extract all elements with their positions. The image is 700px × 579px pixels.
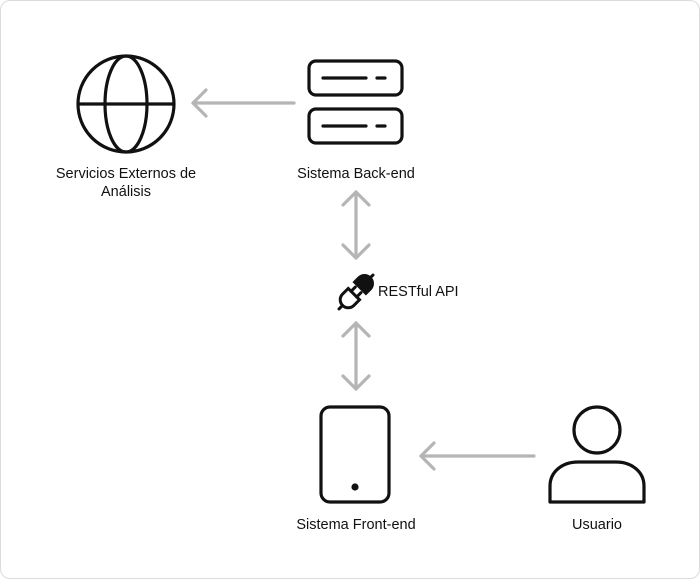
user-icon <box>548 405 646 504</box>
frontend-label: Sistema Front-end <box>296 517 416 533</box>
user-label: Usuario <box>572 517 622 533</box>
plug-icon <box>337 273 375 311</box>
globe-icon <box>76 54 176 154</box>
mobile-device-icon <box>319 405 391 504</box>
arrow-user-to-frontend <box>419 441 536 471</box>
server-icon <box>307 59 404 145</box>
external-services-label: Servicios Externos de Análisis <box>55 166 197 200</box>
arrow-api-frontend <box>341 321 371 391</box>
arrow-backend-to-external <box>191 88 296 118</box>
backend-label: Sistema Back-end <box>297 166 415 182</box>
arrow-backend-api <box>341 190 371 260</box>
api-label: RESTful API <box>378 284 459 300</box>
